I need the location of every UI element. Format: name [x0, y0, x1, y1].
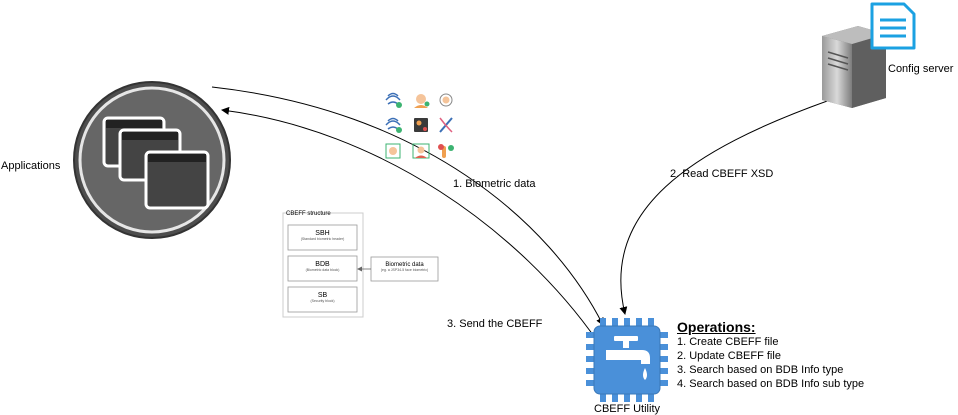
biometric-icons — [385, 92, 454, 159]
operations-list: Operations: 1. Create CBEFF file 2. Upda… — [677, 319, 864, 391]
dna-scan-icon — [439, 117, 453, 133]
applications-label: Applications — [1, 160, 61, 172]
block-sub: (Biometric data block) — [305, 268, 340, 272]
config-server-label: Config server — [888, 63, 954, 75]
fingerprint-ok-icon — [385, 92, 402, 108]
document-icon — [870, 2, 916, 50]
block-sub: (eg. a JSP34-5 face biometric) — [380, 268, 429, 272]
edge-label-biometric-data: 1. Biometric data — [453, 178, 536, 190]
block-sub: (Security block) — [310, 299, 335, 303]
edge-biometric-data — [211, 86, 604, 326]
operation-item: 3. Search based on BDB Info type — [677, 364, 844, 376]
face-target-icon — [439, 93, 453, 107]
sbh-block: SBH (Standard biometric header) — [288, 230, 357, 241]
face-frame-icon — [385, 143, 401, 159]
operation-item: 2. Update CBEFF file — [677, 350, 781, 362]
edge-send-cbeff — [221, 106, 599, 343]
block-label: BDB — [315, 261, 330, 268]
id-card-icon — [414, 118, 428, 132]
operation-item: 4. Search based on BDB Info sub type — [677, 378, 865, 390]
applications-icon — [73, 81, 231, 239]
biometric-data-input-block: Biometric data (eg. a JSP34-5 face biome… — [371, 262, 438, 272]
face-recognition-icon — [412, 143, 430, 159]
sb-block: SB (Security block) — [288, 292, 357, 303]
edge-label-read-xsd: 2. Read CBEFF XSD — [670, 168, 774, 180]
cbeff-structure-title: CBEFF structure — [286, 211, 331, 217]
edge-label-send-cbeff: 3. Send the CBEFF — [447, 318, 543, 330]
block-label: SBH — [315, 230, 330, 237]
operation-item: 1. Create CBEFF file — [677, 336, 779, 348]
server-icon — [822, 26, 886, 108]
face-scan-icon — [414, 94, 430, 108]
touch-id-icon — [438, 144, 454, 158]
block-label: SB — [317, 292, 328, 299]
fingerprint-scan-icon — [385, 117, 402, 133]
block-label: Biometric data — [385, 262, 424, 268]
chip-icon — [586, 318, 668, 402]
block-sub: (Standard biometric header) — [300, 237, 345, 241]
operations-title: Operations: — [677, 319, 756, 335]
bdb-block: BDB (Biometric data block) — [288, 261, 357, 272]
edge-read-xsd — [619, 99, 831, 315]
cbeff-utility-label: CBEFF Utility — [594, 403, 660, 415]
cbeff-structure-diagram — [282, 212, 439, 318]
